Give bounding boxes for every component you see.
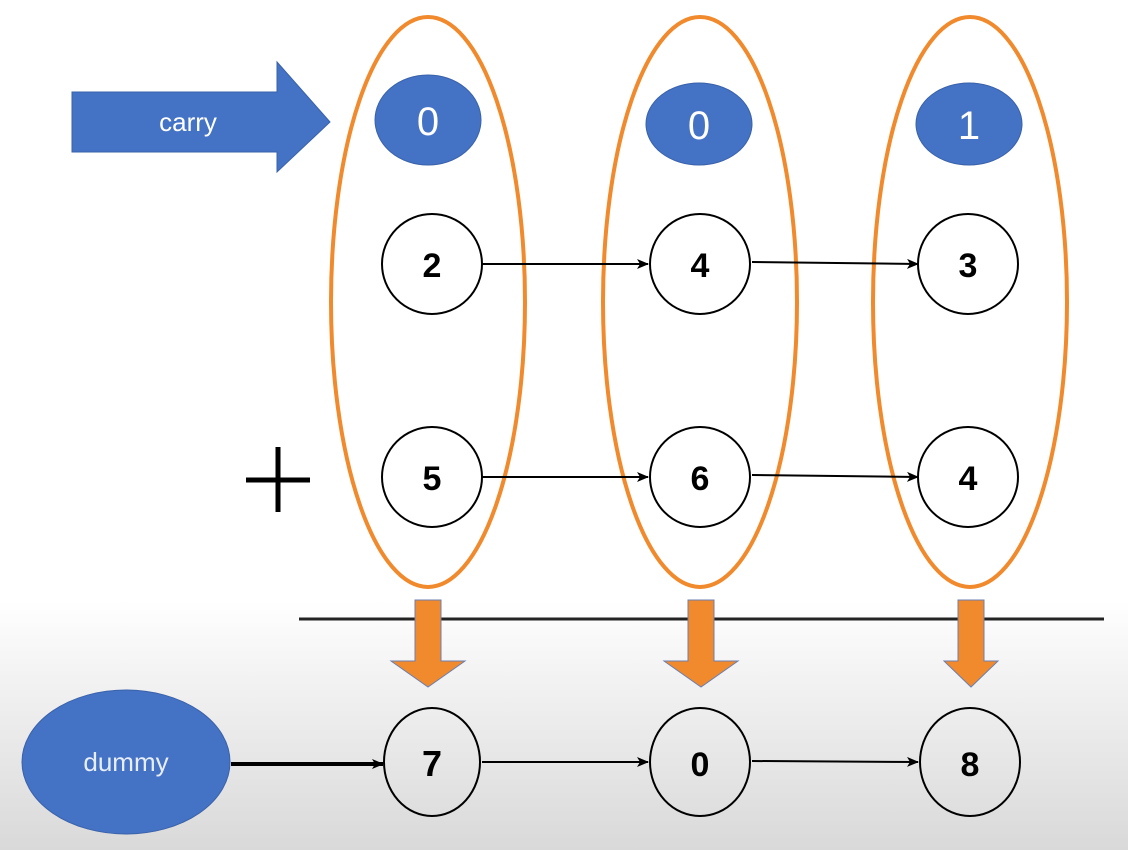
down-arrow-2 [662,599,740,688]
node-value: 4 [691,247,710,285]
carry-arrow: carry [71,60,331,174]
node-value: 0 [691,746,710,784]
node-value: 2 [423,247,442,285]
carry-node-3: 1 [915,82,1023,166]
result-node-2: 0 [649,707,751,817]
list2-node-1: 5 [381,426,483,528]
carry-value: 0 [417,100,439,144]
column-group-2 [601,15,799,589]
list1-node-1: 2 [381,213,483,315]
result-arrow-2 [751,756,919,767]
plus-icon [246,447,310,512]
column-group-1 [329,15,527,589]
list1-node-2: 4 [649,213,751,315]
column-group-3 [871,15,1069,589]
carry-node-2: 0 [645,82,753,166]
list2-arrow-2 [751,471,919,482]
down-arrow-1 [389,599,467,688]
dummy-node: dummy [21,689,231,835]
carry-label: carry [159,107,217,137]
node-value: 6 [691,460,710,498]
carry-value: 0 [688,104,710,148]
node-value: 4 [959,460,978,498]
down-arrow-3 [942,599,1000,688]
list1-node-3: 3 [917,213,1019,315]
result-node-1: 7 [383,707,481,817]
carry-value: 1 [958,104,980,148]
node-value: 3 [959,247,978,285]
node-value: 8 [961,746,980,784]
list2-node-2: 6 [649,426,751,528]
result-node-3: 8 [919,707,1021,817]
dummy-label: dummy [83,747,168,777]
node-value: 7 [422,743,442,784]
node-value: 5 [423,460,442,498]
list2-node-3: 4 [917,426,1019,528]
list1-arrow-2 [751,258,919,269]
carry-node-1: 0 [374,74,482,166]
